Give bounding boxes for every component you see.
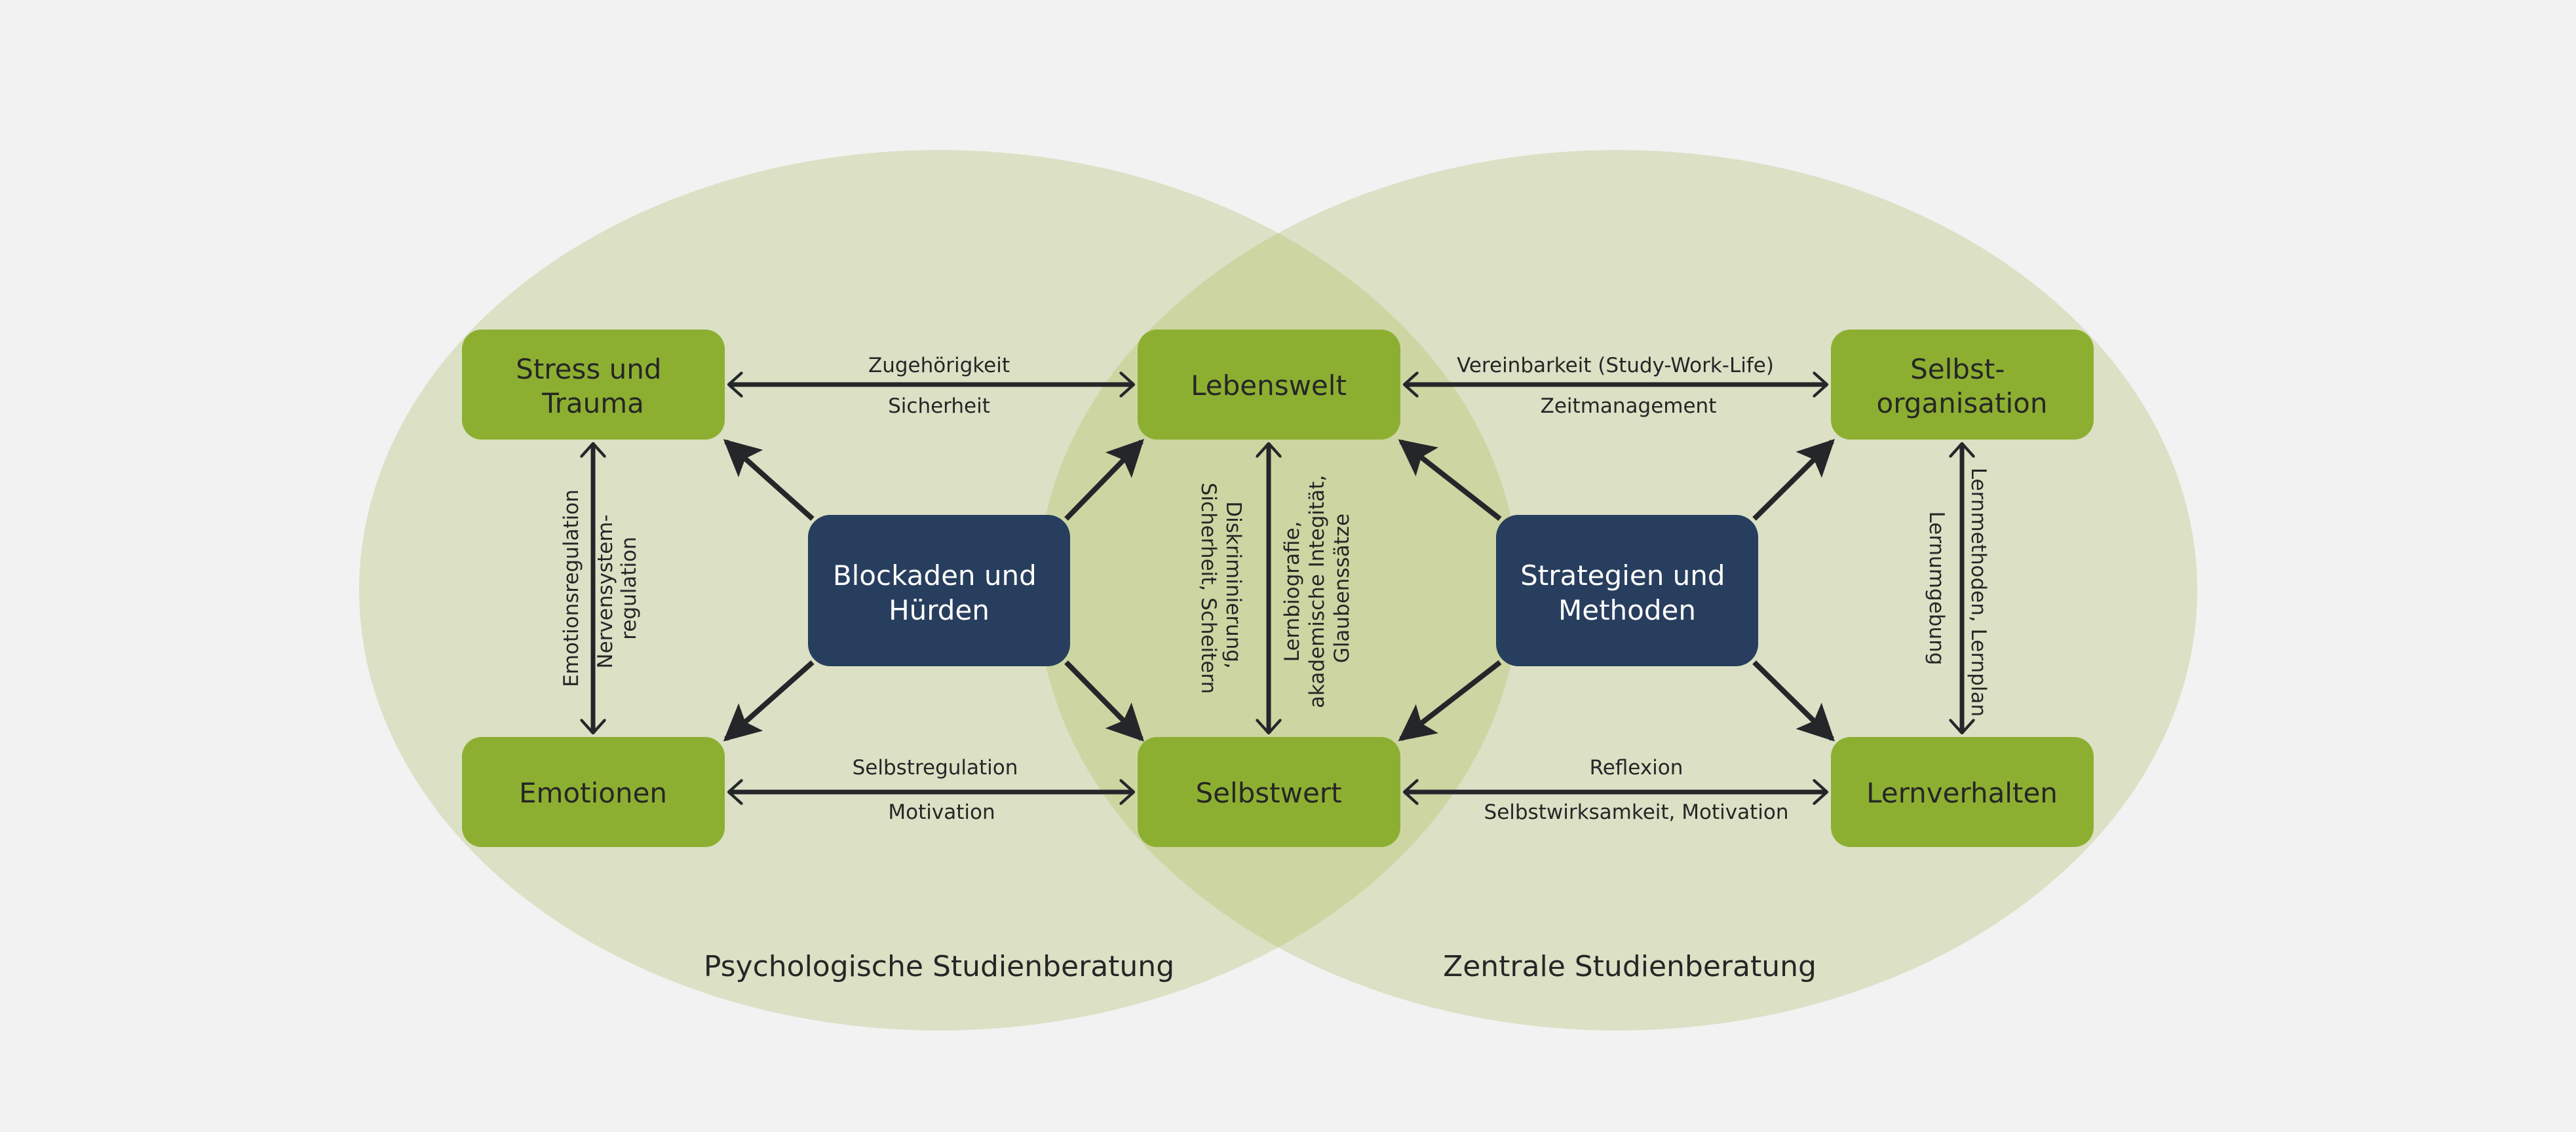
node-label-line: Methoden — [1558, 594, 1696, 626]
label-lernumgebung: Lernumgebung — [1925, 512, 1948, 666]
arrow-blockaden-to-selbstwert — [1064, 660, 1144, 742]
label-selbstregulation: Selbstregulation — [853, 756, 1018, 780]
arrow-strategien-to-lernverhalten — [1752, 660, 1835, 742]
node-box[interactable] — [808, 515, 1070, 666]
label-line: Diskriminierung, — [1221, 501, 1245, 669]
label-sicherheit: Sicherheit — [888, 394, 990, 418]
node-label-line: Lebenswelt — [1191, 369, 1347, 402]
arrow-blockaden-to-lebenswelt — [1064, 438, 1144, 521]
region-label-psychologische-studienberatung: Psychologische Studienberatung — [704, 950, 1174, 983]
node-box[interactable] — [1831, 737, 2094, 847]
label-line: Lernbiografie, — [1280, 521, 1304, 662]
node-lernverhalten[interactable]: Lernverhalten — [1831, 737, 2094, 847]
node-label-line: Stress und — [516, 353, 661, 385]
label-diskriminierung: Diskriminierung, Sicherheit, Scheitern — [1197, 483, 1245, 694]
edge-labels: Zugehörigkeit Sicherheit Vereinbarkeit (… — [560, 354, 1990, 824]
arrow-strategien-to-selbstwert — [1398, 660, 1502, 742]
node-label-line: Selbst- — [1910, 353, 2005, 385]
label-zugehoerigkeit: Zugehörigkeit — [868, 354, 1010, 377]
node-blockaden-und-huerden[interactable]: Blockaden und Hürden — [808, 515, 1070, 666]
nodes: Stress und Trauma Lebenswelt Selbst- org… — [462, 330, 2094, 847]
node-label-line: Trauma — [541, 387, 644, 419]
label-line: Glaubenssätze — [1330, 514, 1354, 663]
label-emotionsregulation: Emotionsregulation — [560, 489, 583, 687]
node-label: Lebenswelt — [1191, 369, 1347, 402]
node-box[interactable] — [1496, 515, 1758, 666]
label-lernmethoden: Lernmethoden, Lernplan — [1967, 468, 1990, 717]
label-lernbiografie: Lernbiografie, akademische Integität, Gl… — [1280, 468, 1354, 708]
label-line: Nervensystem- — [594, 514, 617, 668]
label-nervensystemregulation: Nervensystem- regulation — [594, 508, 641, 668]
node-label: Lernverhalten — [1866, 777, 2058, 809]
node-label-line: Blockaden und — [833, 559, 1037, 592]
node-strategien-und-methoden[interactable]: Strategien und Methoden — [1496, 515, 1758, 666]
node-label: Blockaden und Hürden — [833, 559, 1045, 626]
node-label: Emotionen — [519, 777, 667, 809]
arrow-blockaden-to-emotionen — [723, 660, 815, 742]
edges — [593, 385, 1962, 792]
label-reflexion: Reflexion — [1590, 756, 1683, 780]
node-label-line: organisation — [1877, 387, 2048, 419]
region-label-zentrale-studienberatung: Zentrale Studienberatung — [1443, 950, 1817, 983]
node-label: Stress und Trauma — [516, 353, 670, 419]
label-line: regulation — [617, 537, 641, 639]
node-label-line: Strategien und — [1520, 559, 1725, 592]
node-label: Selbst- organisation — [1877, 353, 2048, 419]
node-box[interactable] — [462, 737, 725, 847]
node-label: Selbstwert — [1195, 777, 1341, 809]
label-line: Sicherheit, Scheitern — [1197, 483, 1220, 694]
node-box[interactable] — [1831, 330, 2094, 440]
node-emotionen[interactable]: Emotionen — [462, 737, 725, 847]
label-line: akademische Integität, — [1305, 475, 1329, 708]
label-motivation: Motivation — [888, 801, 995, 824]
arrow-blockaden-to-stress — [723, 439, 815, 521]
node-label-line: Selbstwert — [1195, 777, 1341, 809]
node-label-line: Hürden — [889, 594, 990, 626]
node-label-line: Lernverhalten — [1866, 777, 2058, 809]
node-selbstorganisation[interactable]: Selbst- organisation — [1831, 330, 2094, 440]
node-label-line: Emotionen — [519, 777, 667, 809]
node-box[interactable] — [1138, 737, 1400, 847]
node-label: Strategien und Methoden — [1520, 559, 1734, 626]
label-zeitmanagement: Zeitmanagement — [1541, 394, 1717, 418]
node-box[interactable] — [1138, 330, 1400, 440]
arrow-strategien-to-selbstorganisation — [1752, 439, 1835, 521]
node-stress-und-trauma[interactable]: Stress und Trauma — [462, 330, 725, 440]
label-vereinbarkeit: Vereinbarkeit (Study-Work-Life) — [1457, 354, 1774, 377]
node-lebenswelt[interactable]: Lebenswelt — [1138, 330, 1400, 440]
node-selbstwert[interactable]: Selbstwert — [1138, 737, 1400, 847]
arrow-strategien-to-lebenswelt — [1398, 439, 1502, 521]
label-selbstwirksamkeit: Selbstwirksamkeit, Motivation — [1484, 801, 1789, 824]
node-box[interactable] — [462, 330, 725, 440]
